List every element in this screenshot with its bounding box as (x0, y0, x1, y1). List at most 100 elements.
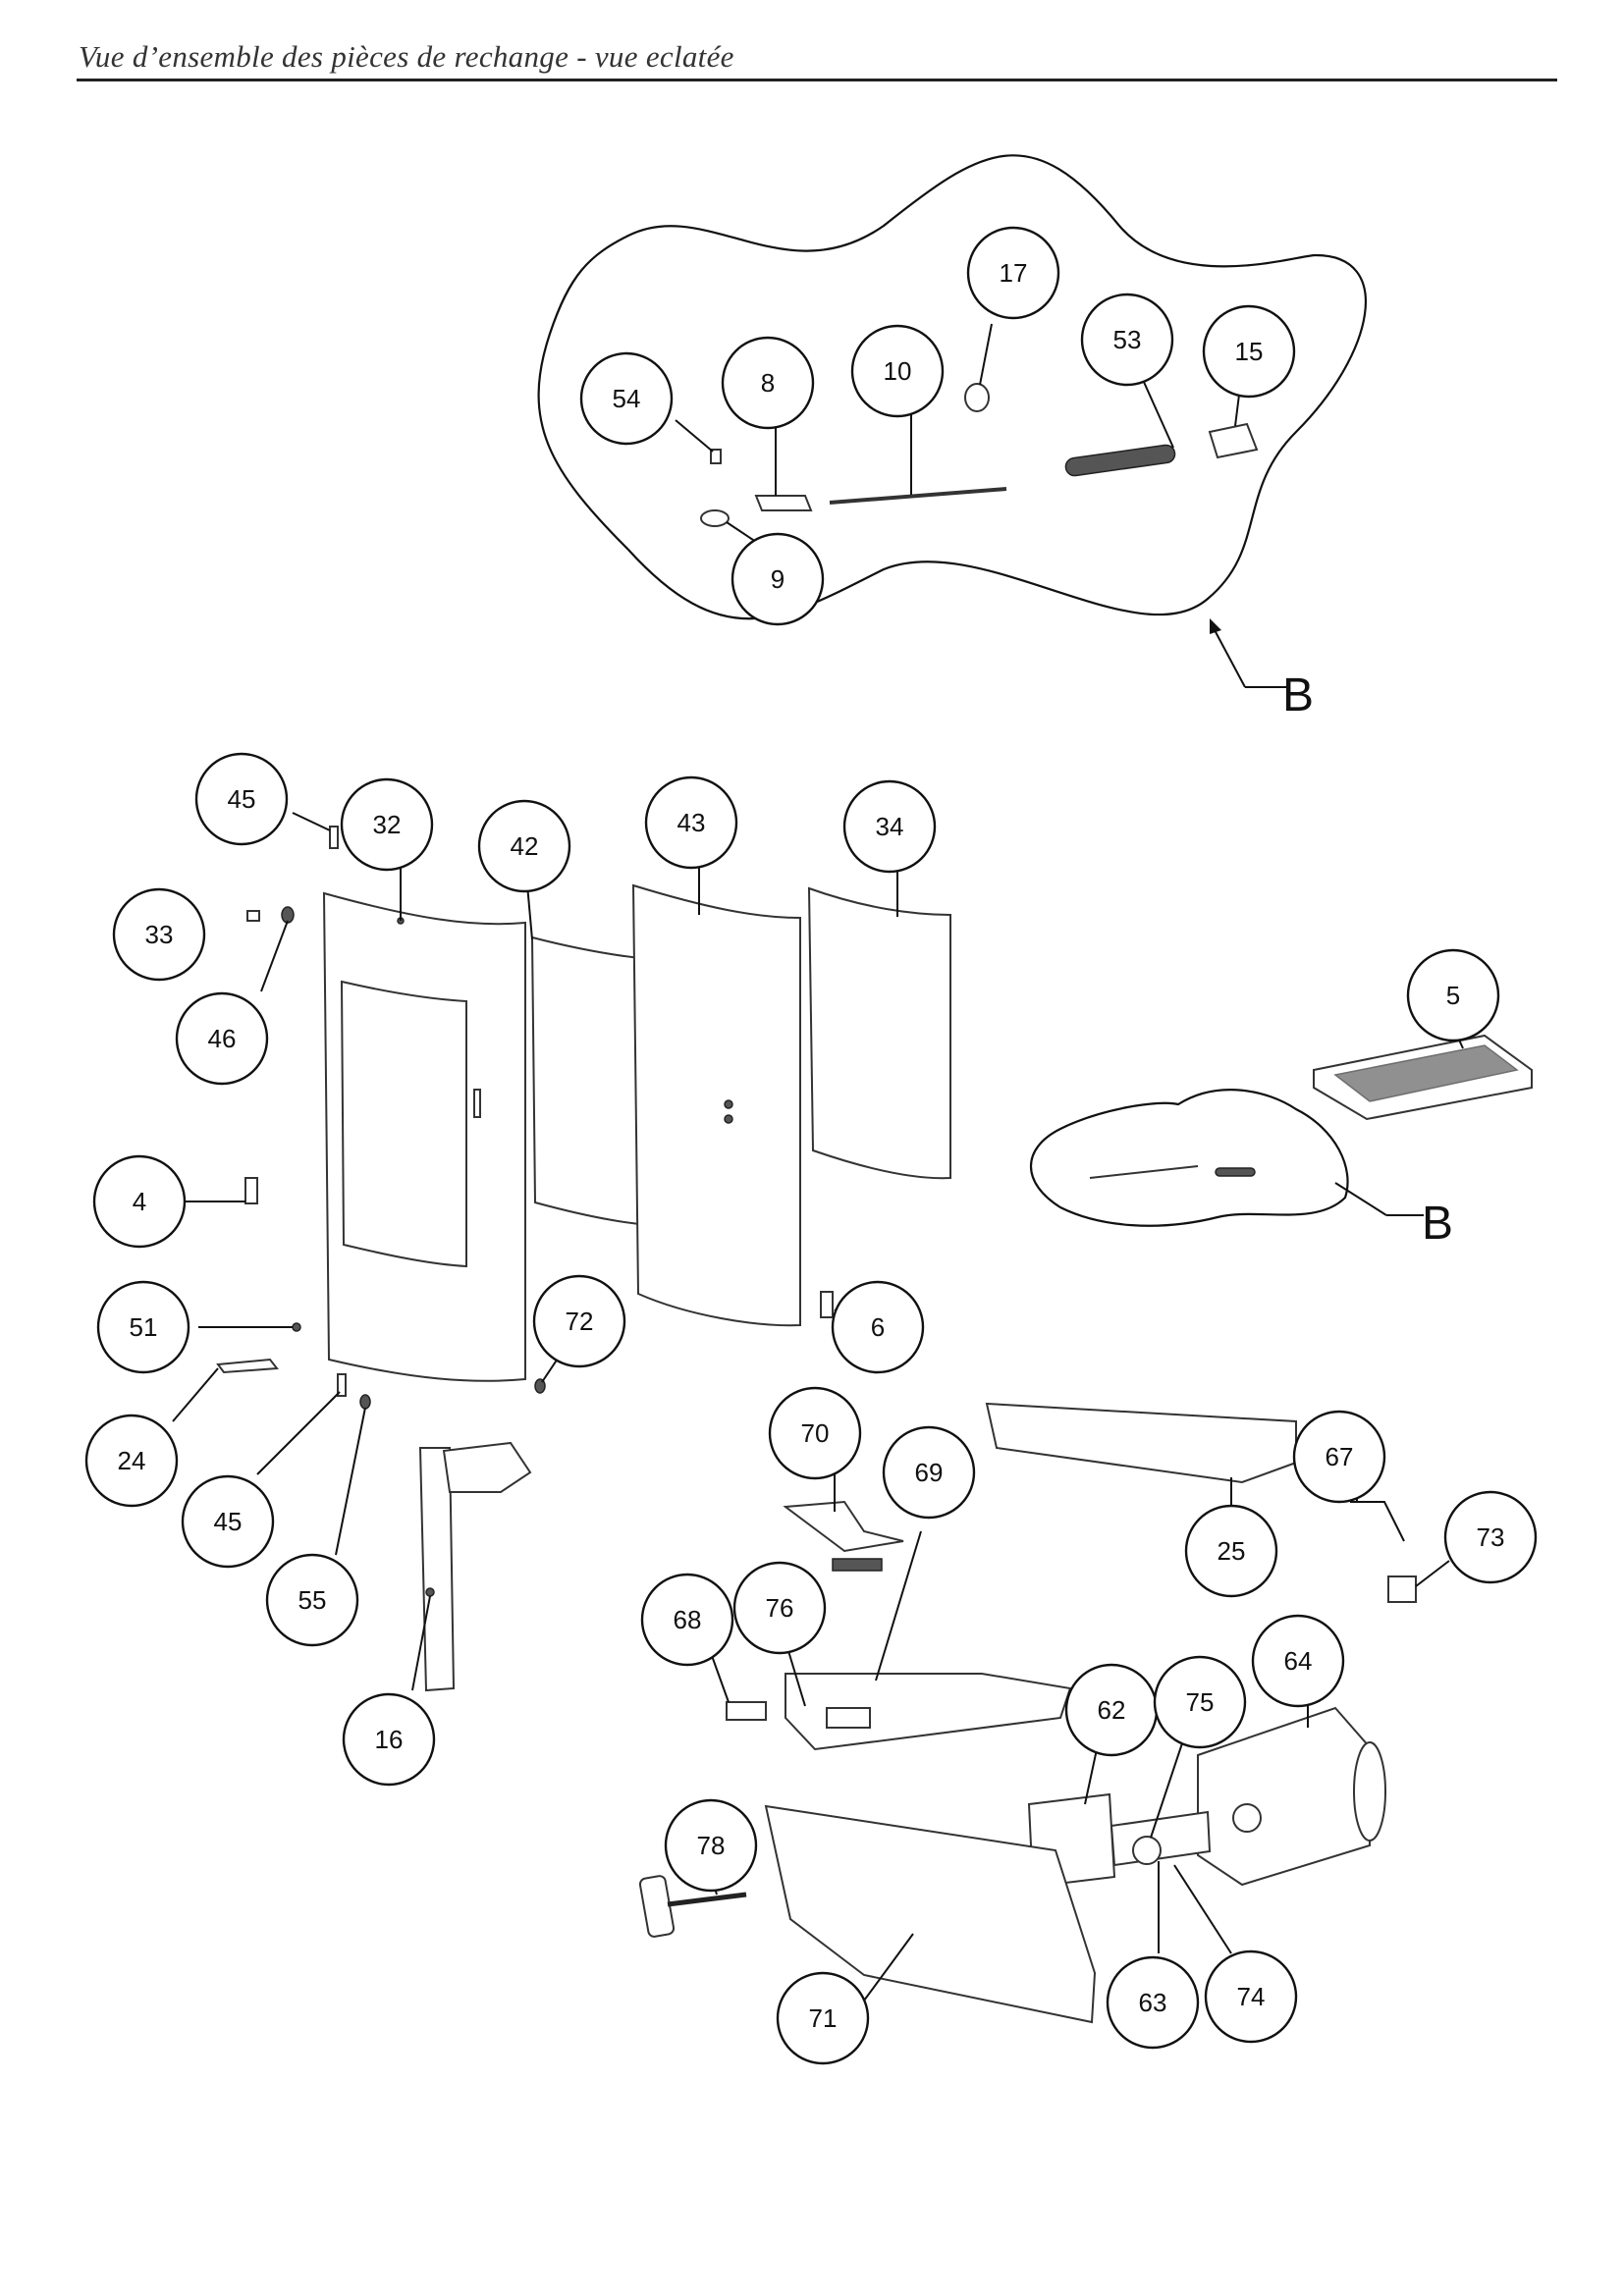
part-63-base-plate (1110, 1810, 1212, 1867)
detail-b-inset-label: B (1422, 1198, 1453, 1250)
detail-b-inset-outline (1029, 1089, 1349, 1227)
svg-text:78: 78 (697, 1831, 726, 1860)
callout-74: 74 (1204, 1949, 1298, 2044)
part-64-motor-end (1353, 1741, 1386, 1842)
leader-15 (1234, 394, 1240, 427)
part-16-hinge-bar (418, 1447, 456, 1692)
callout-45-top: 45 (194, 752, 289, 846)
part-43-hole-bottom (724, 1114, 733, 1124)
part-5-grate-mesh (1333, 1044, 1519, 1102)
svg-text:63: 63 (1139, 1988, 1167, 2017)
lower-assembly-group (638, 1402, 1450, 2024)
detail-b-group: B (537, 154, 1368, 721)
part-10-rod (829, 487, 1007, 505)
part-75-sensor (1132, 1836, 1162, 1865)
leader-45-top (292, 812, 331, 831)
part-15-bracket (1208, 422, 1259, 459)
detail-b-arrowhead (1210, 618, 1221, 634)
svg-text:6: 6 (871, 1312, 885, 1342)
svg-text:43: 43 (677, 808, 706, 837)
callout-9: 9 (731, 532, 825, 626)
callout-16: 16 (342, 1692, 436, 1787)
svg-text:42: 42 (511, 831, 539, 861)
part-16-pin (425, 1587, 435, 1597)
part-76-display (826, 1707, 871, 1729)
leader-53 (1138, 370, 1174, 449)
part-70-bracket (783, 1500, 904, 1553)
part-45-pin-top (329, 826, 339, 849)
leader-24 (172, 1367, 219, 1422)
part-67-rod (1350, 1501, 1405, 1542)
leader-16 (411, 1595, 431, 1691)
part-17-nut (964, 383, 990, 412)
svg-text:45: 45 (228, 784, 256, 814)
svg-text:34: 34 (876, 812, 904, 841)
callout-67: 67 (1292, 1410, 1386, 1504)
svg-text:45: 45 (214, 1507, 243, 1536)
callout-51: 51 (96, 1280, 190, 1374)
svg-text:24: 24 (118, 1446, 146, 1475)
svg-text:75: 75 (1186, 1687, 1215, 1717)
page-title: Vue d’ensemble des pièces de rechange - … (79, 39, 734, 74)
svg-text:67: 67 (1326, 1442, 1354, 1471)
svg-text:33: 33 (145, 920, 174, 949)
callout-42: 42 (477, 799, 571, 893)
part-55-bolt (359, 1394, 371, 1410)
callout-68: 68 (640, 1573, 734, 1667)
part-73-switch (1387, 1575, 1417, 1603)
callout-5: 5 (1406, 948, 1500, 1042)
callout-46: 46 (175, 991, 269, 1086)
part-6-knob (820, 1291, 834, 1318)
leader-72 (541, 1358, 559, 1383)
callout-53: 53 (1080, 293, 1174, 387)
callout-24: 24 (84, 1414, 179, 1508)
part-46-knob (281, 906, 295, 924)
leader-73 (1415, 1560, 1450, 1587)
svg-text:10: 10 (884, 356, 912, 386)
callout-71: 71 (776, 1971, 870, 2065)
detail-b-leader (1213, 627, 1246, 688)
part-43-hole-top (724, 1099, 733, 1109)
inset-rod (1089, 1165, 1199, 1179)
callout-63: 63 (1106, 1955, 1200, 2050)
leader-9 (726, 521, 757, 543)
svg-text:46: 46 (208, 1024, 237, 1053)
callout-75: 75 (1153, 1655, 1247, 1749)
svg-text:64: 64 (1284, 1646, 1313, 1676)
part-70-plate (832, 1558, 883, 1572)
svg-text:51: 51 (130, 1312, 158, 1342)
part-4-latch (244, 1177, 258, 1204)
part-33-plug (246, 910, 260, 922)
leader-45-bottom (256, 1391, 341, 1475)
svg-text:73: 73 (1477, 1522, 1505, 1552)
svg-text:70: 70 (801, 1418, 830, 1448)
part-43-inner-frame (631, 883, 801, 1327)
part-45-pin-bottom (337, 1373, 347, 1397)
callout-62: 62 (1064, 1663, 1159, 1757)
detail-b-label: B (1282, 669, 1314, 721)
part-53-spring (1064, 444, 1176, 477)
callout-78: 78 (664, 1798, 758, 1893)
part-64-motor-shaft (1232, 1803, 1262, 1833)
part-69-control-cover (785, 1673, 1072, 1751)
leader-68 (710, 1652, 730, 1703)
callout-8: 8 (721, 336, 815, 430)
part-32-window-opening (340, 980, 467, 1268)
svg-text:32: 32 (373, 810, 402, 839)
callout-17: 17 (966, 226, 1060, 320)
part-24-handle (216, 1358, 279, 1374)
callout-10: 10 (850, 324, 945, 418)
svg-text:5: 5 (1446, 981, 1460, 1010)
leader-17 (979, 323, 993, 386)
part-25-ash-pan (985, 1402, 1297, 1484)
header-divider (77, 79, 1557, 81)
part-72-clip (534, 1378, 546, 1394)
callout-70: 70 (768, 1386, 862, 1480)
callout-54: 54 (579, 351, 674, 446)
svg-text:68: 68 (674, 1605, 702, 1634)
callout-55: 55 (265, 1553, 359, 1647)
svg-text:25: 25 (1218, 1536, 1246, 1566)
callout-4: 4 (92, 1154, 187, 1249)
detail-b-inset-leader (1334, 1182, 1387, 1216)
